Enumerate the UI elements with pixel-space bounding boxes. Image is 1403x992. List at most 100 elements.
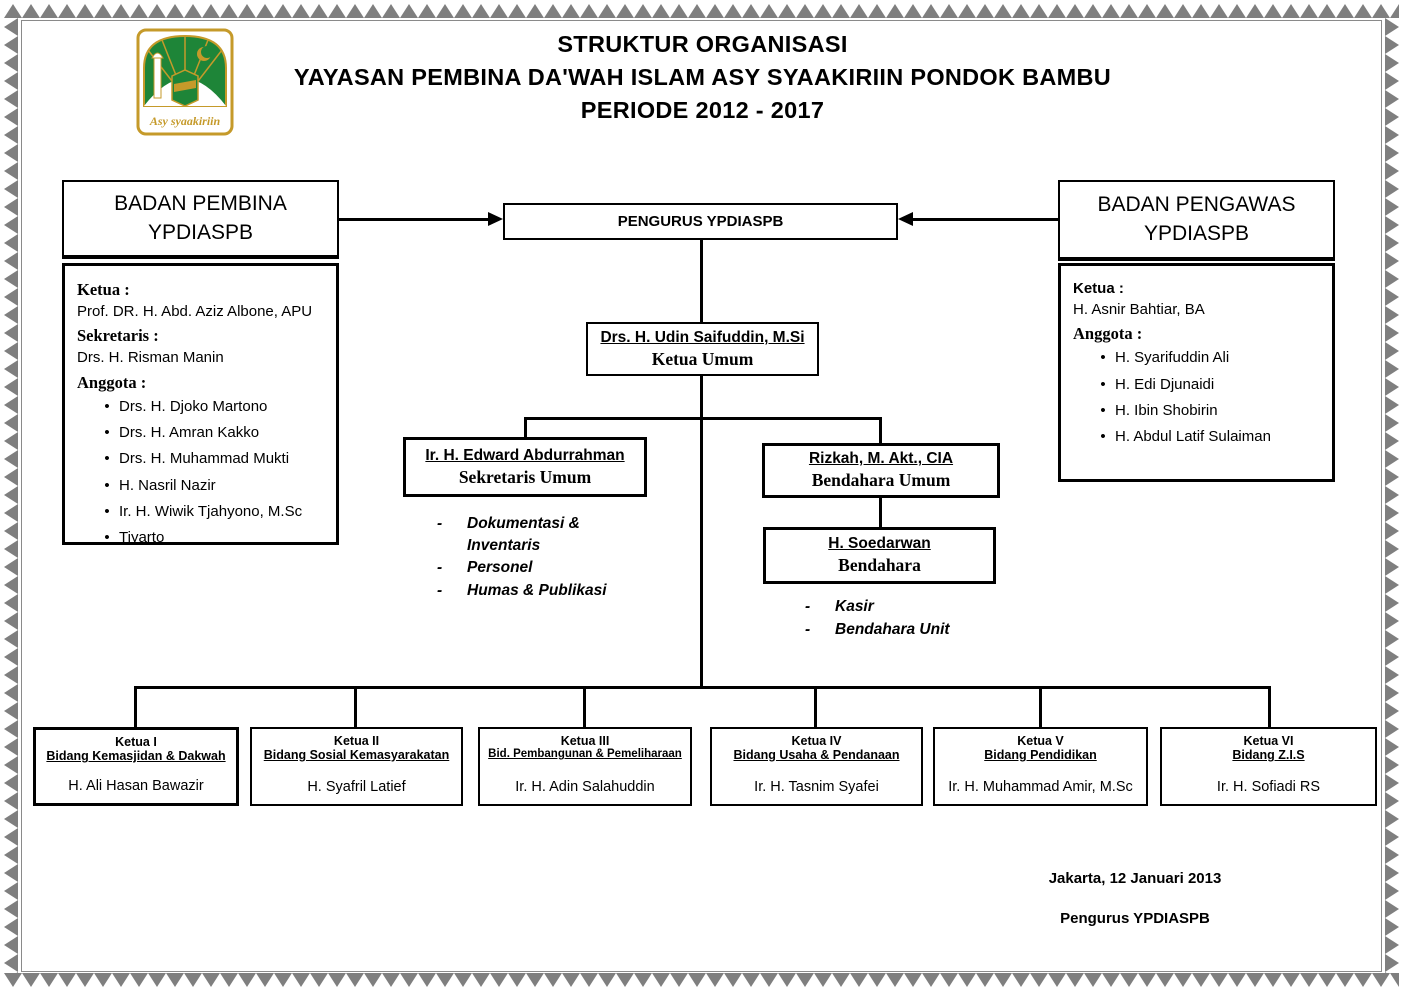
- title-line-1: STRUKTUR ORGANISASI: [557, 31, 848, 57]
- badan-pengawas-members-box: Ketua : H. Asnir Bahtiar, BA Anggota : H…: [1058, 263, 1335, 482]
- bendahara-box: H. Soedarwan Bendahara: [763, 527, 996, 584]
- connector-trunk: [700, 375, 703, 689]
- sekretaris-umum-duties: Dokumentasi & Inventaris Personel Humas …: [437, 512, 622, 603]
- connector-branch-horizontal: [524, 417, 882, 420]
- pengawas-ketua-label: Ketua :: [1073, 280, 1124, 297]
- list-item: H. Edi Djunaidi: [1073, 373, 1320, 397]
- list-item: Drs. H. Muhammad Mukti: [77, 447, 324, 471]
- connector-pengurus-ketua-umum: [700, 240, 703, 322]
- bendahara-role: Bendahara: [838, 555, 921, 575]
- division-box-3: Ketua III Bid. Pembangunan & Pemeliharaa…: [478, 727, 692, 806]
- list-item: Dokumentasi & Inventaris: [437, 513, 622, 556]
- logo-script-text: Asy syaakiriin: [149, 114, 221, 128]
- bullet-icon: [1091, 346, 1115, 370]
- connector-drop-division-6: [1268, 686, 1271, 727]
- division-5-bidang: Bidang Pendidikan: [984, 748, 1097, 762]
- bullet-icon: [95, 500, 119, 524]
- connector-drop-division-5: [1039, 686, 1042, 727]
- bendahara-umum-name: Rizkah, M. Akt., CIA: [808, 450, 954, 467]
- connector-drop-sekretaris: [524, 417, 527, 438]
- ketua-umum-name: Drs. H. Udin Saifuddin, M.Si: [600, 328, 805, 346]
- list-item: H. Abdul Latif Sulaiman: [1073, 425, 1320, 449]
- division-6-name: Ir. H. Sofiadi RS: [1216, 779, 1321, 795]
- division-6-bidang: Bidang Z.I.S: [1232, 748, 1305, 762]
- division-box-5: Ketua V Bidang Pendidikan Ir. H. Muhamma…: [933, 727, 1148, 806]
- division-box-1: Ketua I Bidang Kemasjidan & Dakwah H. Al…: [33, 727, 239, 806]
- border-top-sawtooth: [4, 4, 1399, 18]
- connector-bendahara-umum-bendahara: [879, 497, 882, 528]
- connector-drop-division-1: [134, 686, 137, 727]
- bullet-icon: [95, 526, 119, 550]
- list-item: H. Ibin Shobirin: [1073, 399, 1320, 423]
- list-item: H. Syarifuddin Ali: [1073, 346, 1320, 370]
- list-item: H. Nasril Nazir: [77, 474, 324, 498]
- connector-drop-division-2: [354, 686, 357, 727]
- list-item: Humas & Publikasi: [437, 580, 622, 602]
- badan-pembina-line1: BADAN PEMBINA: [114, 192, 287, 216]
- list-item: Drs. H. Amran Kakko: [77, 421, 324, 445]
- pembina-sekretaris-name: Drs. H. Risman Manin: [77, 349, 224, 367]
- pembina-sekretaris-label: Sekretaris :: [77, 326, 159, 346]
- dash-icon: [437, 580, 467, 602]
- badan-pengawas-line2: YPDIASPB: [1143, 221, 1250, 245]
- sekretaris-umum-box: Ir. H. Edward Abdurrahman Sekretaris Umu…: [403, 437, 647, 497]
- division-2-bidang: Bidang Sosial Kemasyarakatan: [263, 748, 450, 762]
- list-item: Ir. H. Wiwik Tjahyono, M.Sc: [77, 500, 324, 524]
- foundation-logo: Asy syaakiriin: [136, 28, 234, 136]
- list-item: Tiyarto: [77, 526, 324, 550]
- bendahara-name: H. Soedarwan: [828, 535, 931, 552]
- arrow-right-icon: [488, 212, 503, 226]
- dash-icon: [805, 596, 835, 618]
- badan-pembina-title-box: BADAN PEMBINA YPDIASPB: [62, 180, 339, 259]
- list-item: Bendahara Unit: [805, 619, 1005, 641]
- footer-signoff: Jakarta, 12 Januari 2013 Pengurus YPDIAS…: [995, 870, 1275, 927]
- pengurus-box: PENGURUS YPDIASPB: [503, 203, 898, 240]
- sekretaris-umum-name: Ir. H. Edward Abdurrahman: [425, 446, 625, 464]
- dash-icon: [437, 557, 467, 579]
- dash-icon: [805, 619, 835, 641]
- bendahara-umum-box: Rizkah, M. Akt., CIA Bendahara Umum: [762, 443, 1000, 498]
- list-item: Personel: [437, 557, 622, 579]
- division-1-name: H. Ali Hasan Bawazir: [68, 778, 204, 794]
- bullet-icon: [1091, 399, 1115, 423]
- bendahara-umum-role: Bendahara Umum: [811, 470, 951, 490]
- division-2-name: H. Syafril Latief: [307, 779, 406, 795]
- division-1-ketua: Ketua I: [115, 735, 157, 749]
- bullet-icon: [95, 395, 119, 419]
- bullet-icon: [1091, 373, 1115, 397]
- list-item: Kasir: [805, 596, 1005, 618]
- division-4-name: Ir. H. Tasnim Syafei: [754, 779, 879, 795]
- badan-pembina-members-box: Ketua : Prof. DR. H. Abd. Aziz Albone, A…: [62, 263, 339, 546]
- pengurus-label: PENGURUS YPDIASPB: [617, 213, 784, 230]
- bullet-icon: [95, 421, 119, 445]
- sekretaris-umum-role: Sekretaris Umum: [458, 466, 592, 487]
- title-line-2: YAYASAN PEMBINA DA'WAH ISLAM ASY SYAAKIR…: [293, 63, 1112, 90]
- division-4-bidang: Bidang Usaha & Pendanaan: [733, 748, 900, 762]
- footer-place-date: Jakarta, 12 Januari 2013: [1048, 870, 1222, 887]
- division-box-2: Ketua II Bidang Sosial Kemasyarakatan H.…: [250, 727, 463, 806]
- division-box-6: Ketua VI Bidang Z.I.S Ir. H. Sofiadi RS: [1160, 727, 1377, 806]
- ketua-umum-role: Ketua Umum: [651, 348, 754, 369]
- connector-pengawas-pengurus: [913, 218, 1058, 221]
- pengawas-ketua-name: H. Asnir Bahtiar, BA: [1073, 301, 1205, 319]
- badan-pengawas-title-box: BADAN PENGAWAS YPDIASPB: [1058, 180, 1335, 261]
- footer-pengurus: Pengurus YPDIASPB: [1060, 910, 1210, 927]
- badan-pengawas-line1: BADAN PENGAWAS: [1097, 193, 1296, 217]
- bullet-icon: [95, 447, 119, 471]
- division-2-ketua: Ketua II: [333, 734, 380, 748]
- pembina-anggota-label: Anggota :: [77, 372, 147, 392]
- border-bottom-sawtooth: [4, 973, 1399, 987]
- connector-divisions-rail: [134, 686, 1271, 689]
- page-title: STRUKTUR ORGANISASI YAYASAN PEMBINA DA'W…: [200, 28, 1205, 127]
- dash-icon: [437, 513, 467, 556]
- division-5-ketua: Ketua V: [1017, 734, 1064, 748]
- bullet-icon: [95, 474, 119, 498]
- connector-pembina-pengurus: [339, 218, 489, 221]
- division-5-name: Ir. H. Muhammad Amir, M.Sc: [948, 779, 1133, 795]
- badan-pembina-line2: YPDIASPB: [147, 220, 254, 244]
- division-6-ketua: Ketua VI: [1243, 734, 1294, 748]
- ketua-umum-box: Drs. H. Udin Saifuddin, M.Si Ketua Umum: [586, 322, 819, 376]
- division-3-ketua: Ketua III: [560, 734, 610, 748]
- connector-drop-division-3: [583, 686, 586, 727]
